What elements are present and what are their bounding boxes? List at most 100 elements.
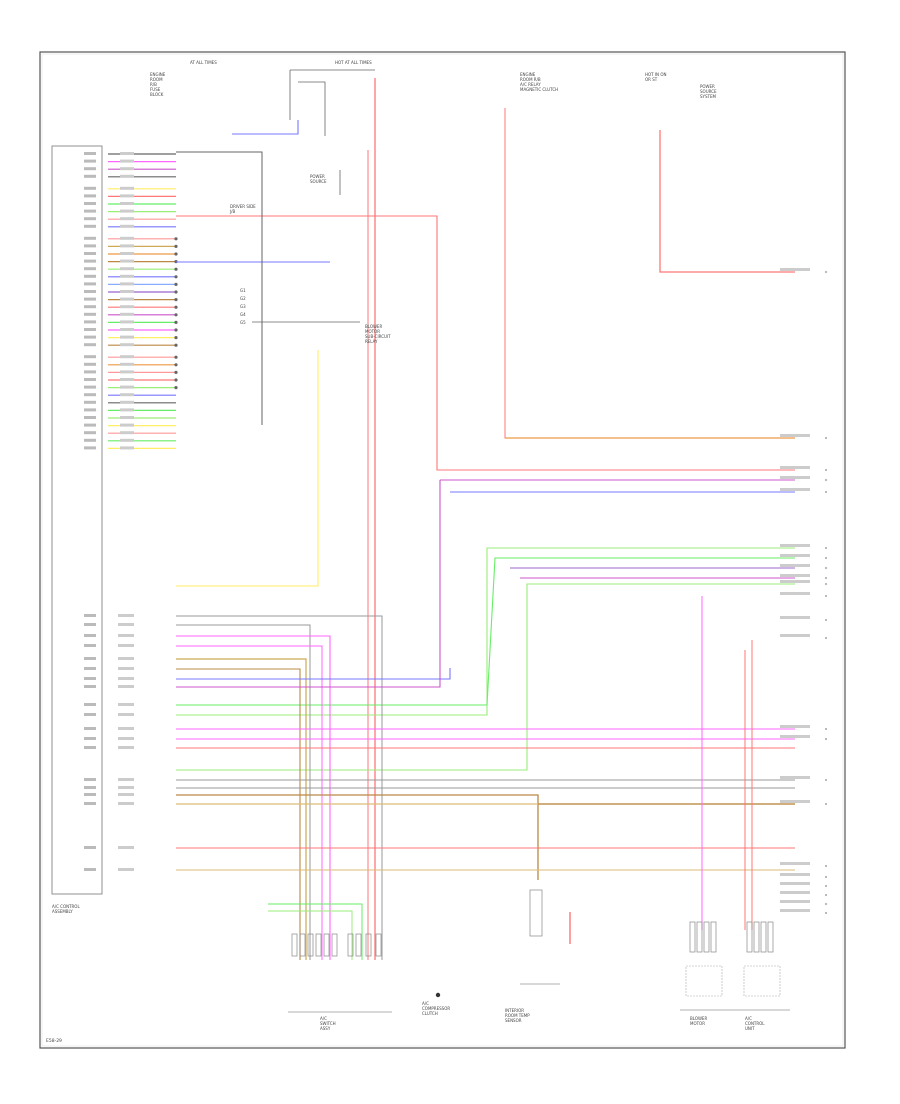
wire-end-code (780, 800, 810, 803)
wire-end-code (780, 580, 810, 583)
wire-end-code (780, 725, 810, 728)
pin-code (84, 259, 96, 263)
wire-end-terminal (825, 728, 827, 730)
pin-code (84, 328, 96, 331)
label-engine-room-fuse-block: ENGINE (150, 72, 166, 77)
label-room-temp-sensor: SENSOR (505, 1018, 522, 1023)
wire-end-terminal (825, 583, 827, 585)
wire-end-terminal (825, 885, 827, 887)
pin-code (84, 644, 96, 647)
label-power-source-system: SYSTEM (700, 94, 716, 99)
signal-wire (176, 668, 301, 960)
wire-code (120, 217, 134, 221)
label-hot-at-all-times: HOT AT ALL TIMES (335, 60, 372, 65)
label-power-source: SOURCE (310, 179, 327, 184)
pin-code (84, 713, 96, 716)
pin-code (84, 746, 96, 749)
wire-end-terminal (825, 619, 827, 621)
wire-code (120, 312, 134, 316)
wire-code (120, 393, 134, 397)
connector-terminal (767, 921, 774, 953)
signal-wire (176, 635, 331, 960)
wire-end-terminal (825, 547, 827, 549)
wire-code (120, 320, 134, 324)
label-engine-room-fuse-block: R/B (150, 82, 157, 87)
pin-code (84, 202, 96, 205)
pin-code (84, 667, 96, 670)
pin-code (84, 786, 96, 789)
relay-wire (298, 81, 326, 136)
diagram-frame (39, 51, 846, 1049)
wire-code (120, 343, 134, 347)
pin-code (84, 431, 96, 435)
wire-code (120, 385, 134, 389)
switch-terminal (315, 933, 322, 957)
pin-code (84, 802, 96, 805)
ground-label: G1 (240, 288, 246, 293)
connector-terminal (696, 921, 703, 953)
pin-code (84, 174, 96, 178)
wire-code (120, 328, 134, 331)
label-hot-at-all-times: AT ALL TIMES (190, 60, 217, 65)
wire-code (120, 378, 134, 381)
label-power-source-system: SOURCE (700, 89, 717, 94)
wire-end-code (780, 909, 810, 912)
wire-code (120, 194, 134, 198)
wire-code (120, 282, 134, 286)
wire-end-code (780, 564, 810, 567)
pin-code (84, 634, 96, 637)
connector-terminal (710, 921, 717, 953)
wire-end-terminal (825, 803, 827, 805)
connector-terminal (753, 921, 760, 953)
switch-terminal (307, 933, 314, 957)
pin-code (84, 370, 96, 374)
pin-code (84, 362, 96, 366)
pin-code (84, 267, 96, 271)
connector-dot (174, 275, 178, 279)
pin-code (84, 297, 96, 301)
wire-code (118, 677, 134, 680)
wire-end-code (780, 488, 810, 491)
pin-code (84, 737, 96, 740)
connector-dot (174, 336, 178, 340)
label-engine-room-fuse-block: FUSE (150, 87, 161, 92)
signal-wire (232, 120, 299, 135)
wire-code (120, 431, 134, 435)
pin-code (84, 446, 96, 450)
pin-code (84, 186, 96, 190)
pin-code (84, 423, 96, 427)
signal-wire (176, 215, 795, 471)
wire-end-terminal (825, 577, 827, 579)
connector-terminal (760, 921, 767, 953)
switch-terminal (347, 933, 354, 957)
label-control-unit: UNIT (745, 1026, 755, 1031)
connector-dot (174, 237, 178, 241)
wire-end-code (780, 735, 810, 738)
wire-end-terminal (825, 595, 827, 597)
wire-end-terminal (825, 738, 827, 740)
wire-code (118, 614, 134, 617)
wire-end-code (780, 882, 810, 885)
label-control-unit: A/C (745, 1016, 752, 1021)
connector-dot (174, 320, 178, 324)
signal-wire (176, 645, 323, 960)
wire-code (118, 727, 134, 730)
label-blower-motor: MOTOR (690, 1021, 705, 1026)
control-module-label: ASSEMBLY (52, 909, 73, 914)
switch-terminal (375, 933, 382, 957)
connector-dot (174, 386, 178, 390)
wire-end-terminal (825, 491, 827, 493)
label-control-unit: CONTROL (745, 1021, 765, 1026)
label-hot-in-on: HOT IN ON (645, 72, 666, 77)
pin-code (84, 224, 96, 228)
connector-dot (174, 363, 178, 367)
switch-terminal (291, 933, 298, 957)
wire-end-code (780, 592, 810, 595)
connector-dot (174, 328, 178, 332)
footer-code: E58-29 (46, 1038, 62, 1044)
switch-terminal (355, 933, 362, 957)
connector-terminal (703, 921, 710, 953)
pin-code (84, 657, 96, 660)
wire-end-code (780, 476, 810, 479)
